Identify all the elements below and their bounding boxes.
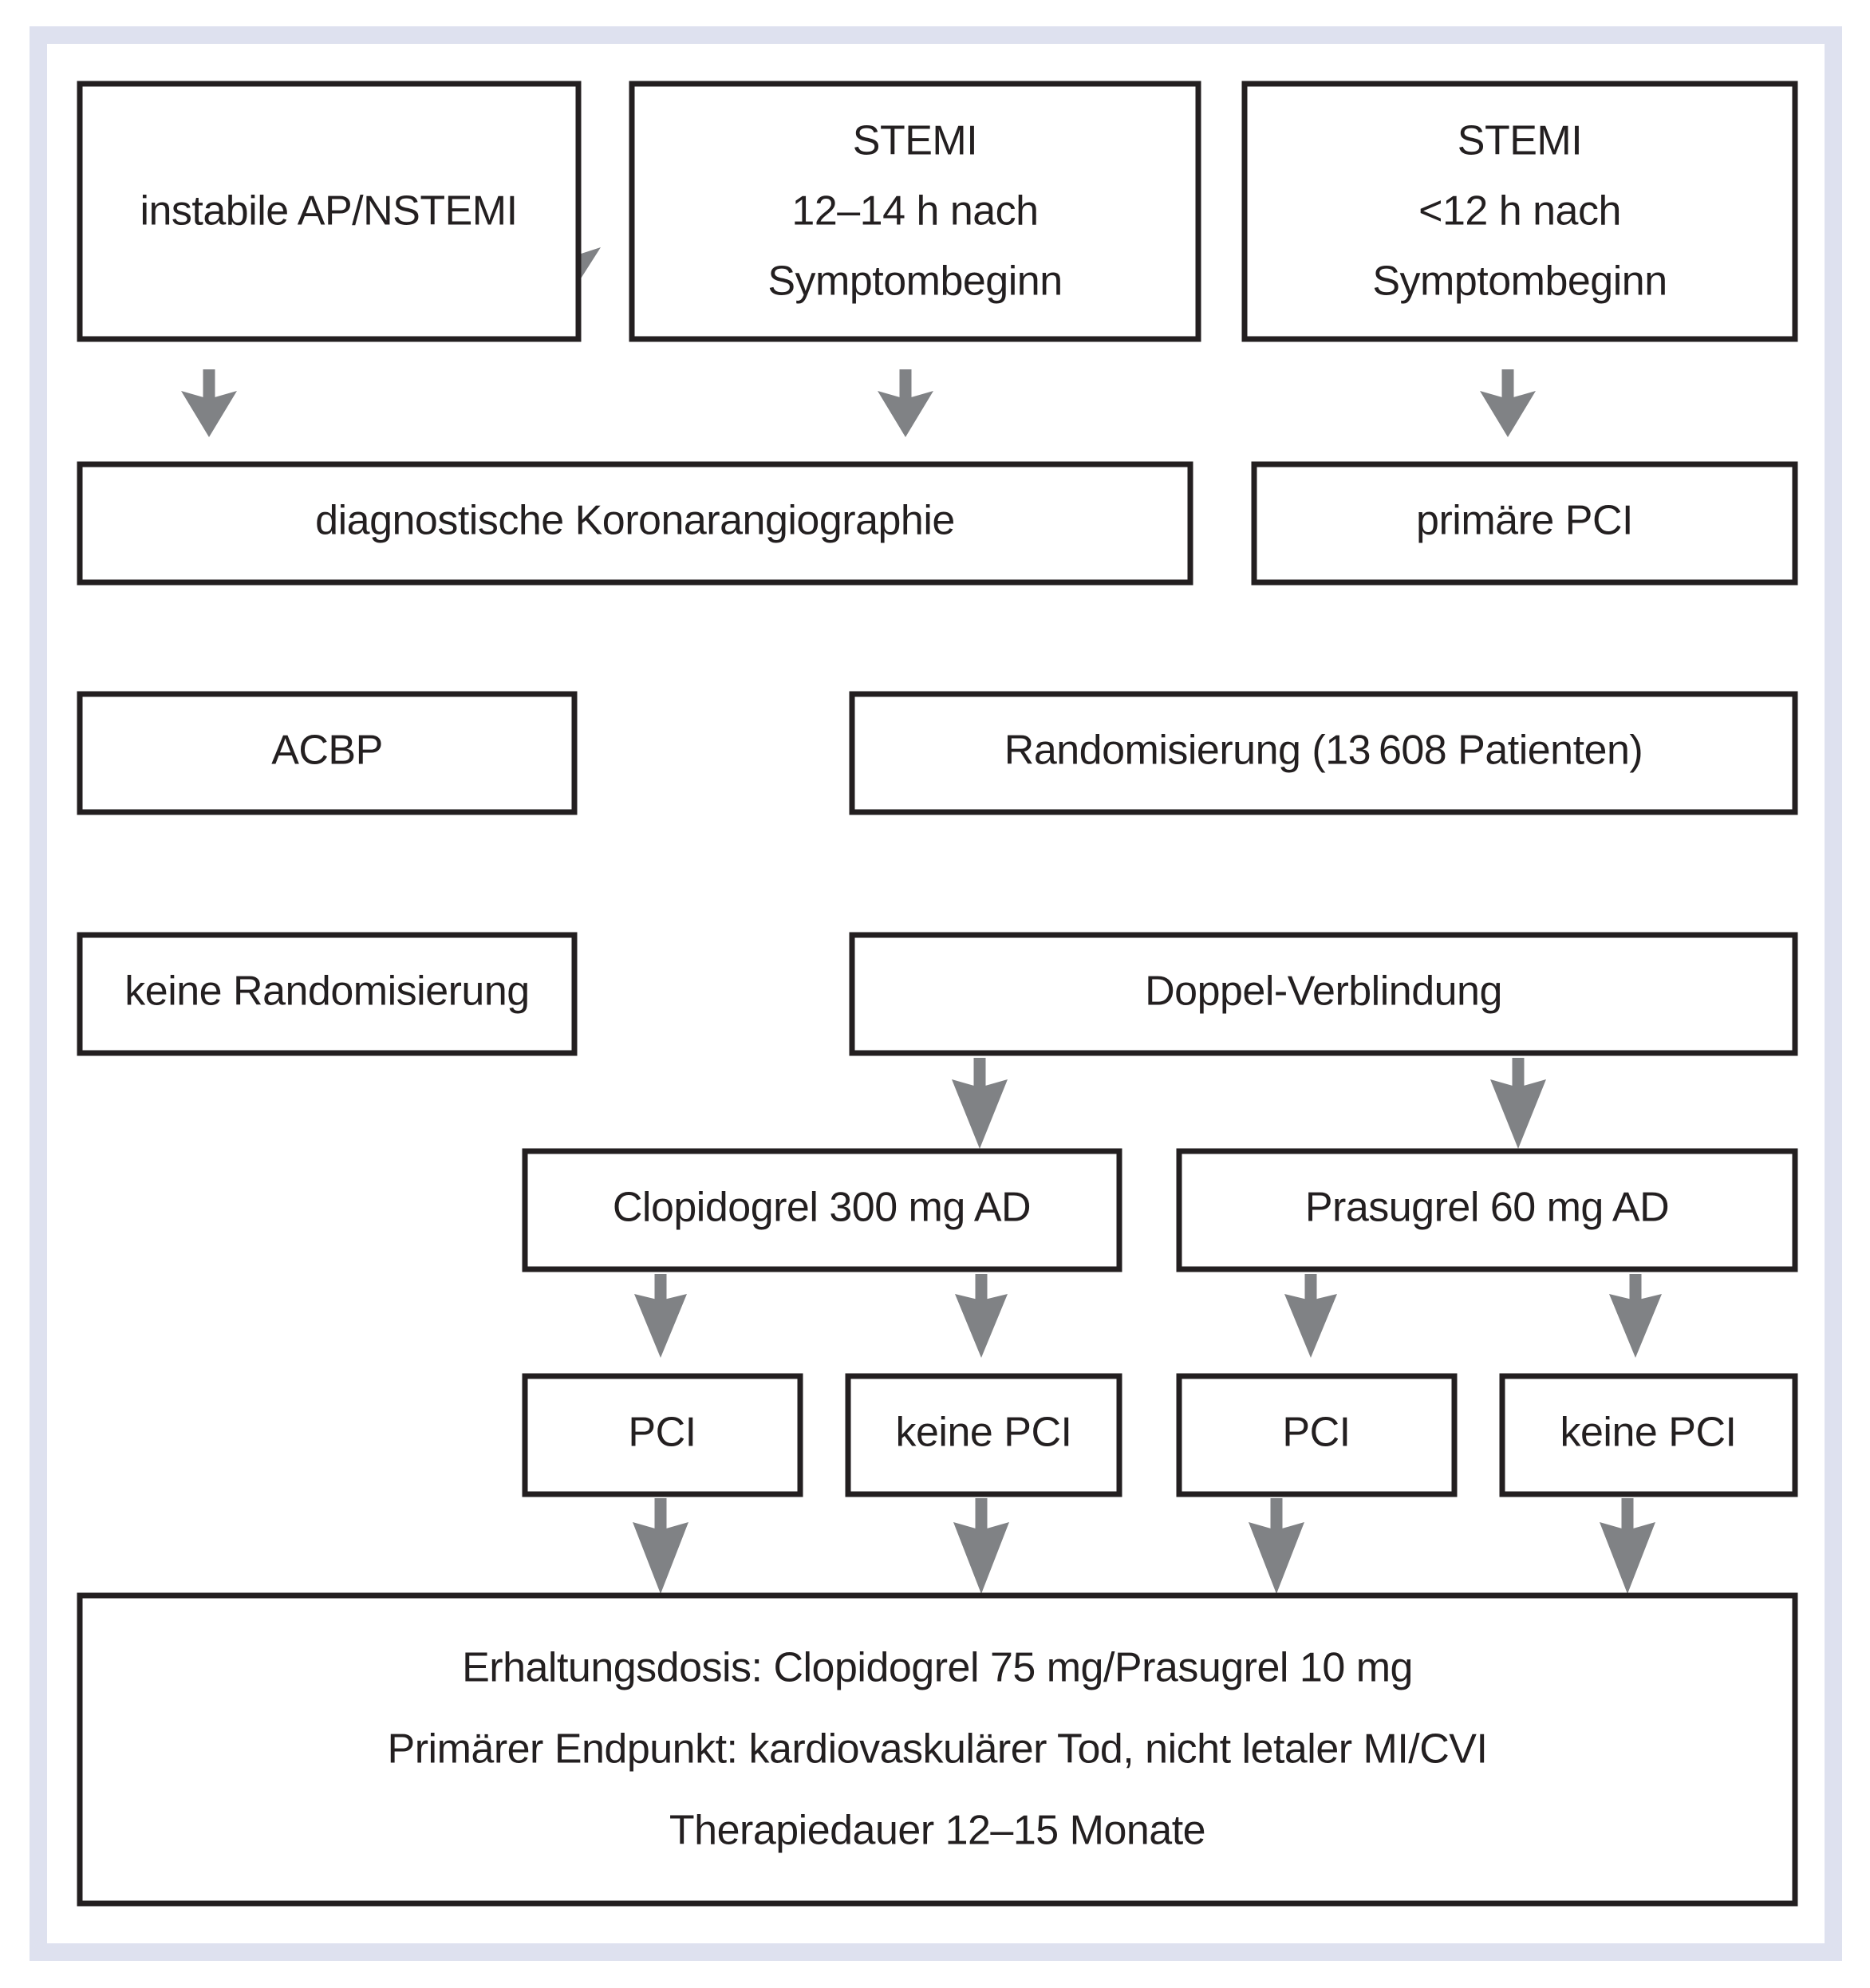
arrow-n15-to-n16: [1600, 1498, 1655, 1594]
node-label: ACBP: [271, 728, 383, 774]
arrow-n4-to-n7: [878, 369, 933, 437]
arrow-n4-to-n6: [181, 369, 237, 437]
node-prasugrel-60[interactable]: Prasugrel 60 mg AD: [1176, 1148, 1798, 1272]
node-stemi-12-14h[interactable]: STEMI 12–14 h nach Symptombeginn: [629, 81, 1201, 342]
arrow-n10-to-n12: [634, 1274, 687, 1358]
node-keine-pci-clopidogrel[interactable]: keine PCI: [845, 1373, 1122, 1497]
arrow-n13-to-n16: [953, 1498, 1009, 1594]
node-label: Randomisierung (13 608 Patienten): [1004, 728, 1643, 774]
node-label: primäre PCI: [1416, 498, 1633, 544]
arrow-n11-to-n15: [1609, 1274, 1662, 1358]
node-label: Erhaltungsdosis: Clopidogrel 75 mg/Prasu…: [462, 1645, 1413, 1691]
node-label: keine PCI: [1560, 1410, 1737, 1456]
node-pci-prasugrel[interactable]: PCI: [1176, 1373, 1458, 1497]
node-label: Symptombeginn: [767, 258, 1062, 305]
node-label: PCI: [628, 1410, 696, 1456]
node-keine-randomisierung[interactable]: keine Randomisierung: [77, 932, 578, 1056]
arrow-n9-to-n11: [1490, 1058, 1546, 1149]
node-instabile-ap-nstemi[interactable]: instabile AP/NSTEMI: [77, 81, 582, 342]
node-label: Clopidogrel 300 mg AD: [613, 1185, 1031, 1231]
node-pci-clopidogrel[interactable]: PCI: [522, 1373, 803, 1497]
node-label: Therapiedauer 12–15 Monate: [669, 1808, 1205, 1854]
node-label: keine Randomisierung: [124, 968, 529, 1015]
node-doppel-verblindung[interactable]: Doppel-Verblindung: [849, 932, 1798, 1056]
node-label: Prasugrel 60 mg AD: [1305, 1185, 1669, 1231]
arrow-n14-to-n16: [1249, 1498, 1304, 1594]
node-label: <12 h nach: [1418, 188, 1621, 235]
node-label: 12–14 h nach: [791, 188, 1038, 235]
arrow-n5-to-n7: [1480, 369, 1536, 437]
node-label: Doppel-Verblindung: [1145, 968, 1502, 1015]
node-label: Symptombeginn: [1372, 258, 1667, 305]
node-diagnostische-koronarangiographie[interactable]: diagnostische Koronarangiographie: [77, 461, 1193, 586]
node-endpunkt-summary[interactable]: Erhaltungsdosis: Clopidogrel 75 mg/Prasu…: [77, 1592, 1798, 1907]
node-label: PCI: [1282, 1410, 1350, 1456]
arrow-n10-to-n13: [955, 1274, 1008, 1358]
node-stemi-lt-12h[interactable]: STEMI <12 h nach Symptombeginn: [1241, 81, 1798, 342]
node-label: keine PCI: [896, 1410, 1072, 1456]
arrow-n9-to-n10: [952, 1058, 1008, 1149]
node-clopidogrel-300[interactable]: Clopidogrel 300 mg AD: [522, 1148, 1122, 1272]
node-keine-pci-prasugrel[interactable]: keine PCI: [1499, 1373, 1798, 1497]
node-randomisierung[interactable]: Randomisierung (13 608 Patienten): [849, 691, 1798, 815]
node-label: Primärer Endpunkt: kardiovaskulärer Tod,…: [388, 1726, 1488, 1773]
node-acbp[interactable]: ACBP: [77, 691, 578, 815]
node-primaere-pci[interactable]: primäre PCI: [1251, 461, 1798, 586]
arrow-n12-to-n16: [633, 1498, 688, 1594]
node-label: STEMI: [1458, 118, 1582, 164]
node-label: STEMI: [853, 118, 977, 164]
node-label: instabile AP/NSTEMI: [140, 188, 517, 235]
arrow-n11-to-n14: [1284, 1274, 1337, 1358]
node-label: diagnostische Koronarangiographie: [315, 498, 955, 544]
